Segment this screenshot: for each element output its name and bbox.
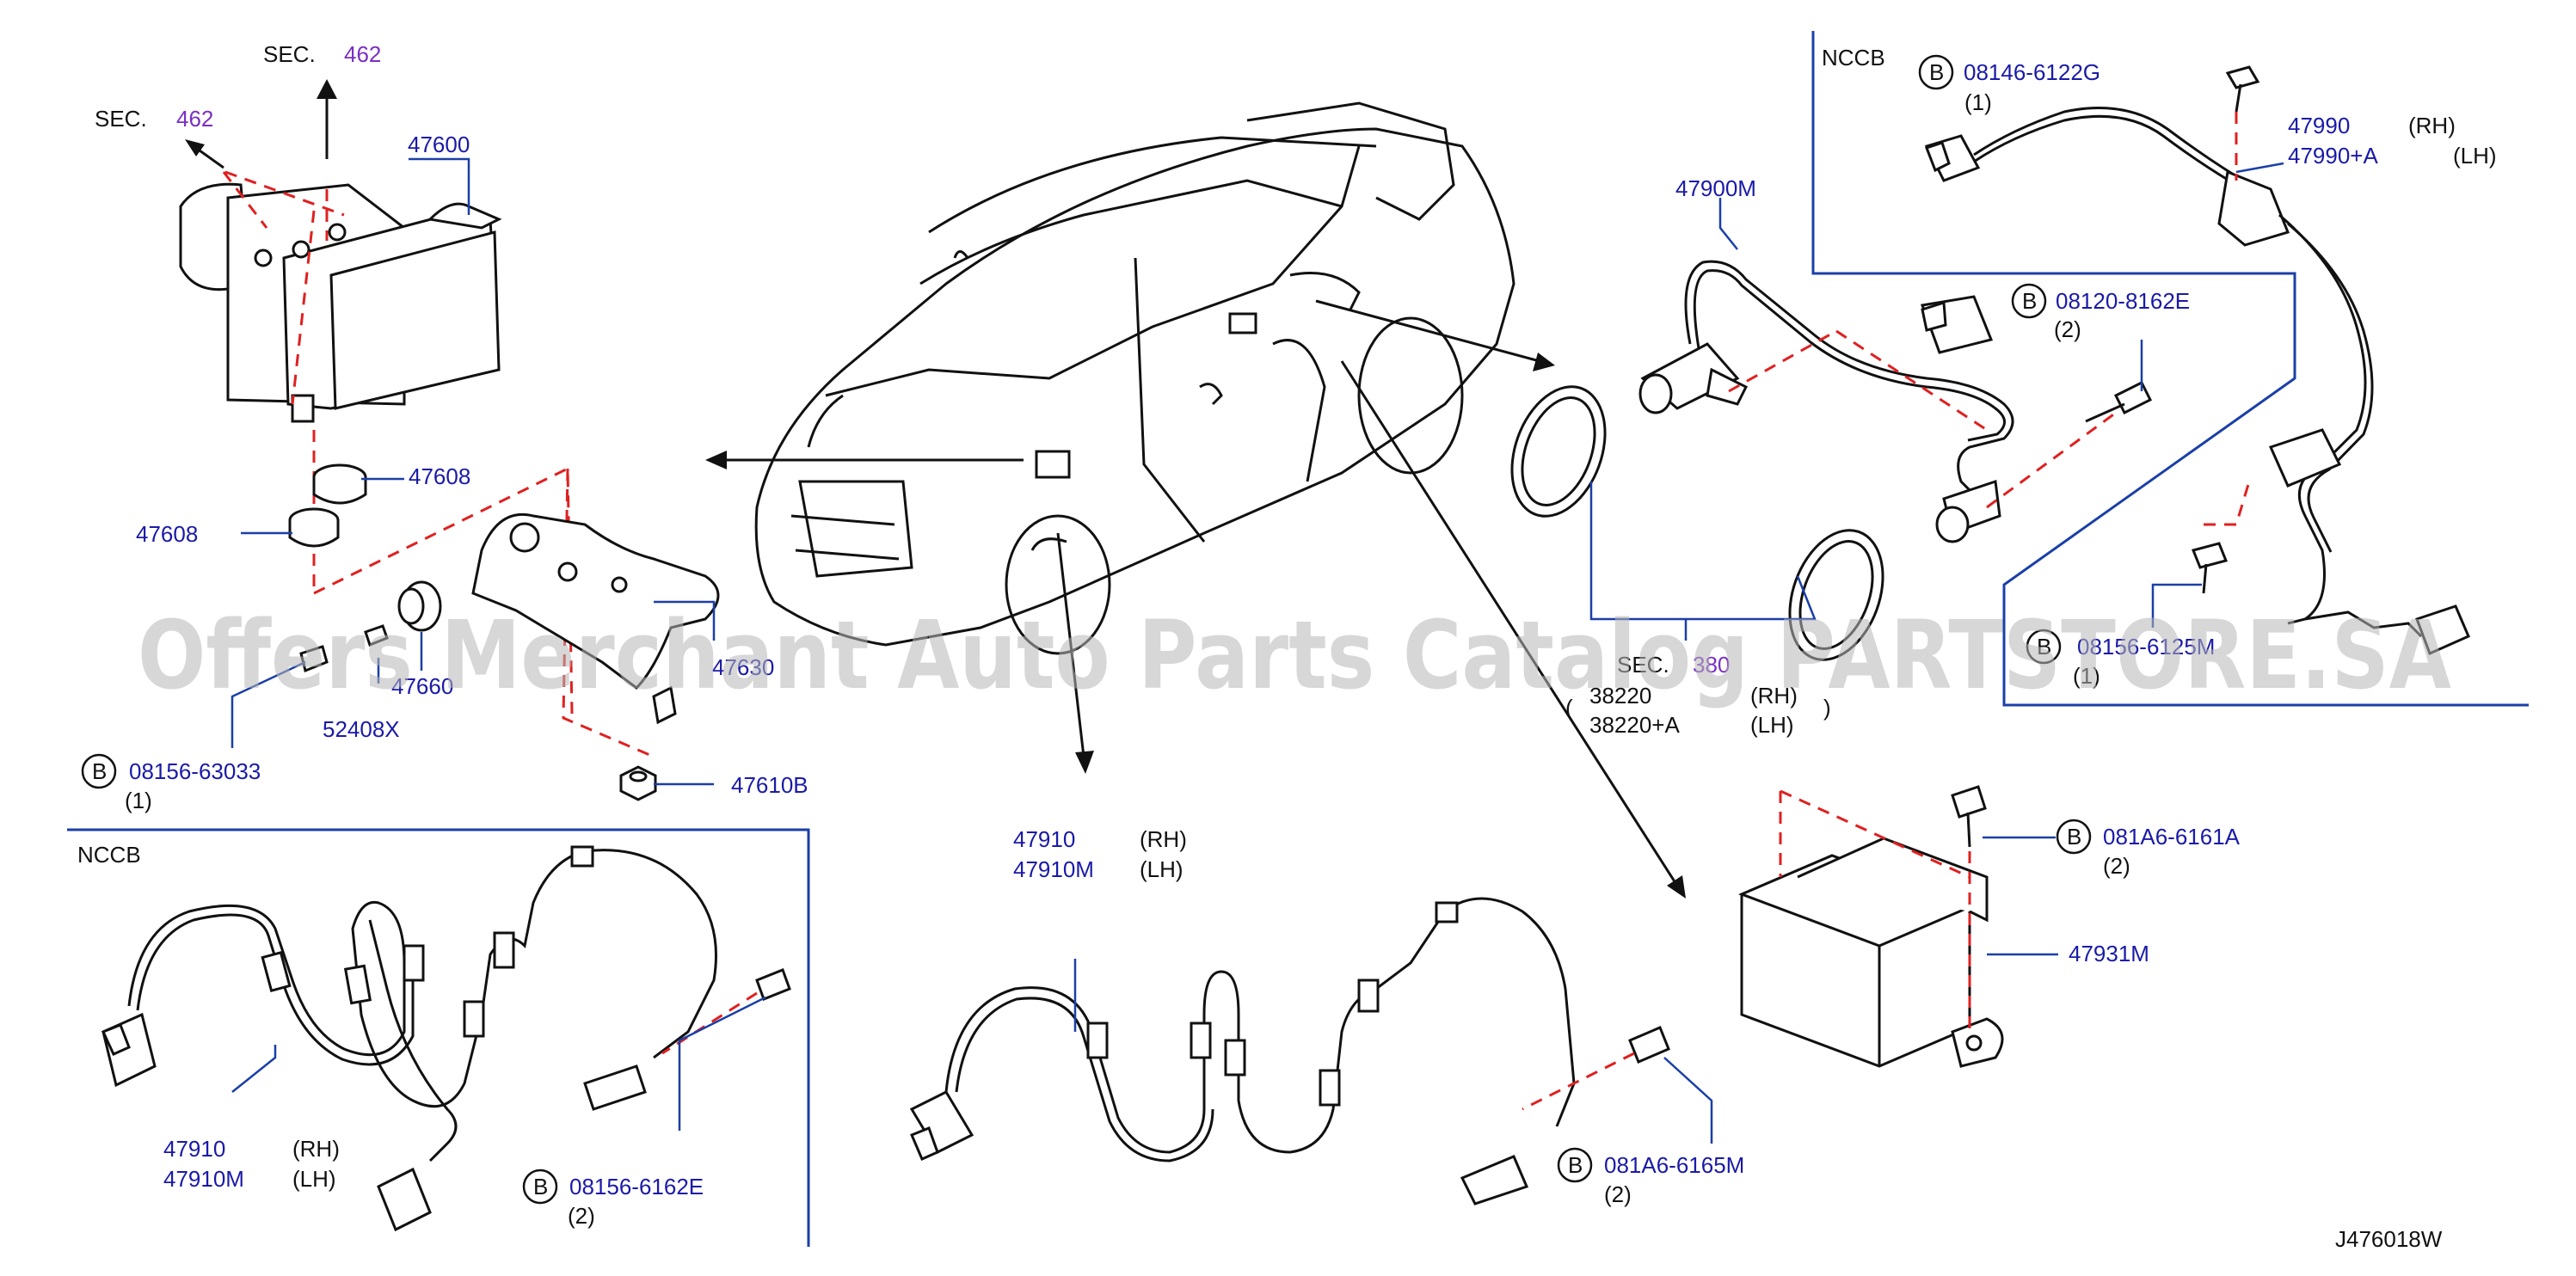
vehicle-outline xyxy=(754,101,1515,655)
qty-08156-63033: (1) xyxy=(125,788,152,813)
front-sensor-harness-47910[interactable] xyxy=(101,845,717,1232)
qty-081a6-6165m: (2) xyxy=(1604,1181,1632,1207)
sec-label-2: SEC. xyxy=(95,106,147,132)
pointer-arrows xyxy=(705,299,1686,899)
variant-lh-38220: (LH) xyxy=(1750,712,1794,738)
grommet-47608-upper[interactable] xyxy=(312,463,367,505)
watermark-text: Offers Merchant Auto Parts Catalog PARTS… xyxy=(138,600,2451,710)
bolt-081a6-6165m[interactable] xyxy=(1628,1026,1670,1064)
bolt-b-2: B xyxy=(2022,288,2037,314)
part-38220a[interactable]: 38220+A xyxy=(1589,712,1680,738)
part-081a6-6161a[interactable]: 081A6-6161A xyxy=(2103,824,2241,850)
nccb-label-top: NCCB xyxy=(1822,45,1885,71)
variant-rh-38220: (RH) xyxy=(1750,683,1798,709)
sensor-rotor-38220[interactable] xyxy=(1495,374,1621,530)
part-47910-left[interactable]: 47910 xyxy=(163,1136,225,1162)
bm-sensor-dash xyxy=(1522,1052,1635,1111)
bl-sensor-dash xyxy=(661,991,758,1055)
variant-lh-47910-center: (LH) xyxy=(1140,856,1183,882)
bolt-08146-6122g[interactable] xyxy=(2225,65,2260,113)
bracket-open: ( xyxy=(1565,695,1573,721)
part-47900m[interactable]: 47900M xyxy=(1675,175,1756,201)
part-47990a[interactable]: 47990+A xyxy=(2288,143,2378,169)
nccb-label-bottom: NCCB xyxy=(77,842,141,868)
actuator-bracket[interactable] xyxy=(471,512,720,725)
rear-sensor-harness-47910[interactable] xyxy=(909,897,1576,1205)
leader-lines xyxy=(231,157,2284,1144)
front-sensor-dashes xyxy=(1728,329,2117,509)
drawing-id: J476018W xyxy=(2335,1226,2443,1252)
part-08156-6162e[interactable]: 08156-6162E xyxy=(569,1174,704,1199)
part-47630[interactable]: 47630 xyxy=(712,654,774,680)
bolt-08156-6125m[interactable] xyxy=(2191,542,2229,594)
sec-num-2[interactable]: 462 xyxy=(176,106,213,132)
sec-label-3: SEC. xyxy=(1617,652,1669,678)
sec-num-3[interactable]: 380 xyxy=(1693,652,1730,678)
part-38220[interactable]: 38220 xyxy=(1589,683,1651,709)
bolt-52408x[interactable] xyxy=(364,624,389,647)
bolt-b-5: B xyxy=(533,1174,548,1199)
variant-lh-47910-left: (LH) xyxy=(292,1166,336,1192)
part-47608-upper[interactable]: 47608 xyxy=(409,463,470,489)
part-47990[interactable]: 47990 xyxy=(2288,113,2350,138)
variant-rh-47990: (RH) xyxy=(2408,113,2456,138)
part-47931m[interactable]: 47931M xyxy=(2069,941,2149,966)
bolt-08156-63033[interactable] xyxy=(299,645,329,673)
bolt-symbol-circles xyxy=(81,54,2092,1205)
part-081a6-6165m[interactable]: 081A6-6165M xyxy=(1604,1152,1744,1178)
part-08156-63033[interactable]: 08156-63033 xyxy=(129,758,261,784)
qty-08156-6162e: (2) xyxy=(568,1203,595,1229)
sec-462-arrow-up xyxy=(317,79,337,159)
qty-08156-6125m: (1) xyxy=(2073,663,2100,689)
nut-47610b[interactable] xyxy=(619,765,657,801)
bolt-08156-6162e[interactable] xyxy=(755,968,791,1001)
variant-lh-47990: (LH) xyxy=(2453,143,2497,169)
part-47660[interactable]: 47660 xyxy=(391,673,453,699)
part-52408x[interactable]: 52408X xyxy=(323,716,400,742)
grommet-47608-lower[interactable] xyxy=(288,507,340,548)
part-08156-6125m[interactable]: 08156-6125M xyxy=(2077,634,2215,659)
bolt-b-4: B xyxy=(2037,634,2051,659)
part-08120-8162e[interactable]: 08120-8162E xyxy=(2056,288,2190,314)
bolt-b-1: B xyxy=(92,758,107,784)
bolt-b-7: B xyxy=(2067,824,2081,850)
sec-num-1[interactable]: 462 xyxy=(344,41,381,67)
front-wheel-sensor-47900m[interactable] xyxy=(1638,260,2014,543)
part-47608-lower[interactable]: 47608 xyxy=(136,521,198,547)
variant-rh-47910-center: (RH) xyxy=(1140,826,1187,852)
module-dash xyxy=(1779,789,1971,1032)
part-47910m-left[interactable]: 47910M xyxy=(163,1166,244,1192)
qty-081a6-6161a: (2) xyxy=(2103,853,2130,879)
sec-label-1: SEC. xyxy=(263,41,316,67)
nccb-top-right-box xyxy=(1811,31,2529,707)
actuator-dash-guides xyxy=(222,170,655,758)
qty-08146-6122g: (1) xyxy=(1964,89,1992,115)
sensor-module-47931m[interactable] xyxy=(1737,837,2004,1068)
bolt-081a6-6161a[interactable] xyxy=(1951,785,1987,848)
insulator-47660[interactable] xyxy=(397,580,442,632)
part-08146-6122g[interactable]: 08146-6122G xyxy=(1964,59,2100,85)
bolt-b-6: B xyxy=(1568,1152,1583,1178)
part-47910m-center[interactable]: 47910M xyxy=(1013,856,1094,882)
bracket-close: ) xyxy=(1823,695,1831,721)
rear-sensor-dashes xyxy=(2204,112,2251,526)
variant-rh-47910-left: (RH) xyxy=(292,1136,340,1162)
part-47610b[interactable]: 47610B xyxy=(731,772,808,798)
abs-actuator-unit[interactable] xyxy=(179,182,502,423)
part-47600[interactable]: 47600 xyxy=(408,132,470,157)
sensor-rotor-38220a[interactable] xyxy=(1773,518,1899,673)
rear-wheel-sensor-47990[interactable] xyxy=(1924,107,2470,656)
nccb-bottom-left-box xyxy=(67,828,810,1247)
qty-08120-8162e: (2) xyxy=(2054,316,2081,342)
sec-462-arrow-left xyxy=(185,139,224,169)
bolt-b-3: B xyxy=(1929,59,1944,85)
part-47910-center[interactable]: 47910 xyxy=(1013,826,1075,852)
